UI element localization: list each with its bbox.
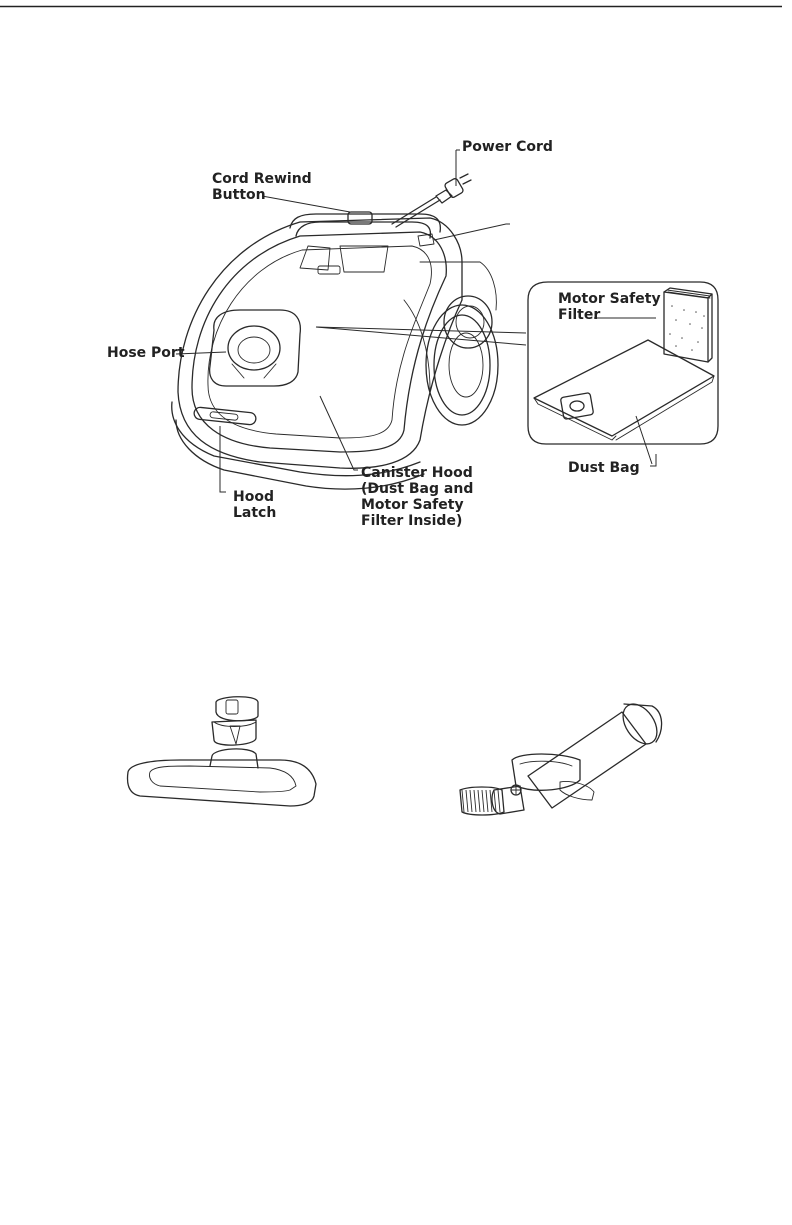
label-cord-rewind-button: Cord Rewind Button bbox=[212, 171, 312, 203]
dust-bag-icon bbox=[534, 340, 714, 440]
label-motor-safety-filter: Motor Safety Filter bbox=[558, 291, 661, 323]
label-dust-bag: Dust Bag bbox=[568, 460, 640, 476]
motor-filter-pad-icon bbox=[664, 288, 712, 362]
label-hood-latch: Hood Latch bbox=[233, 489, 276, 521]
floor-nozzle-illustration bbox=[128, 697, 317, 806]
label-hose-port: Hose Port bbox=[107, 345, 185, 361]
label-power-cord: Power Cord bbox=[462, 139, 553, 155]
rear-wheel-icon bbox=[426, 296, 498, 425]
label-canister-hood: Canister Hood (Dust Bag and Motor Safety… bbox=[361, 465, 473, 529]
dusting-brush-illustration bbox=[460, 698, 664, 815]
